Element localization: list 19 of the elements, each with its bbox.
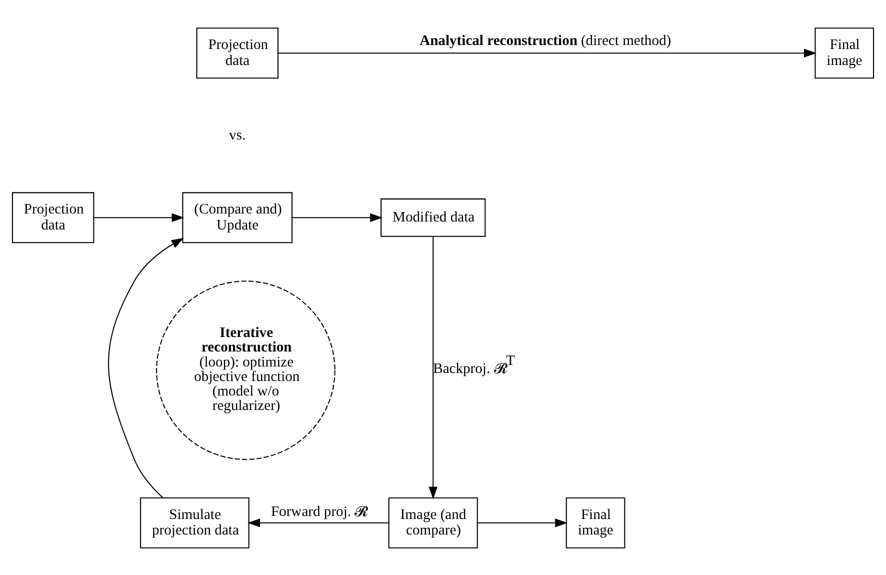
edge-label: Analytical reconstruction (direct method) (420, 32, 672, 49)
edge-label: Forward proj. 𝓡 (270, 503, 369, 520)
arrow (478, 518, 568, 527)
node-box: Final image (566, 496, 626, 548)
node-box: Image (and compare) (388, 496, 478, 548)
arrow (292, 212, 383, 222)
node-box: Projection data (12, 192, 94, 243)
node-box: Final image (814, 27, 874, 78)
arrow (248, 518, 389, 527)
label: vs. (229, 126, 246, 143)
node-circle: Iterative reconstruction (loop): optimize objective function (model w/o regularizer) (156, 280, 336, 460)
arrow (278, 48, 817, 58)
node-box: Modified data (380, 198, 486, 236)
arrow (94, 212, 184, 222)
arrow (108, 237, 184, 498)
node-box: Projection data (196, 27, 278, 78)
node-box: (Compare and) Update (182, 192, 293, 243)
node-box: Simulate projection data (140, 496, 250, 548)
arrow (428, 236, 438, 499)
